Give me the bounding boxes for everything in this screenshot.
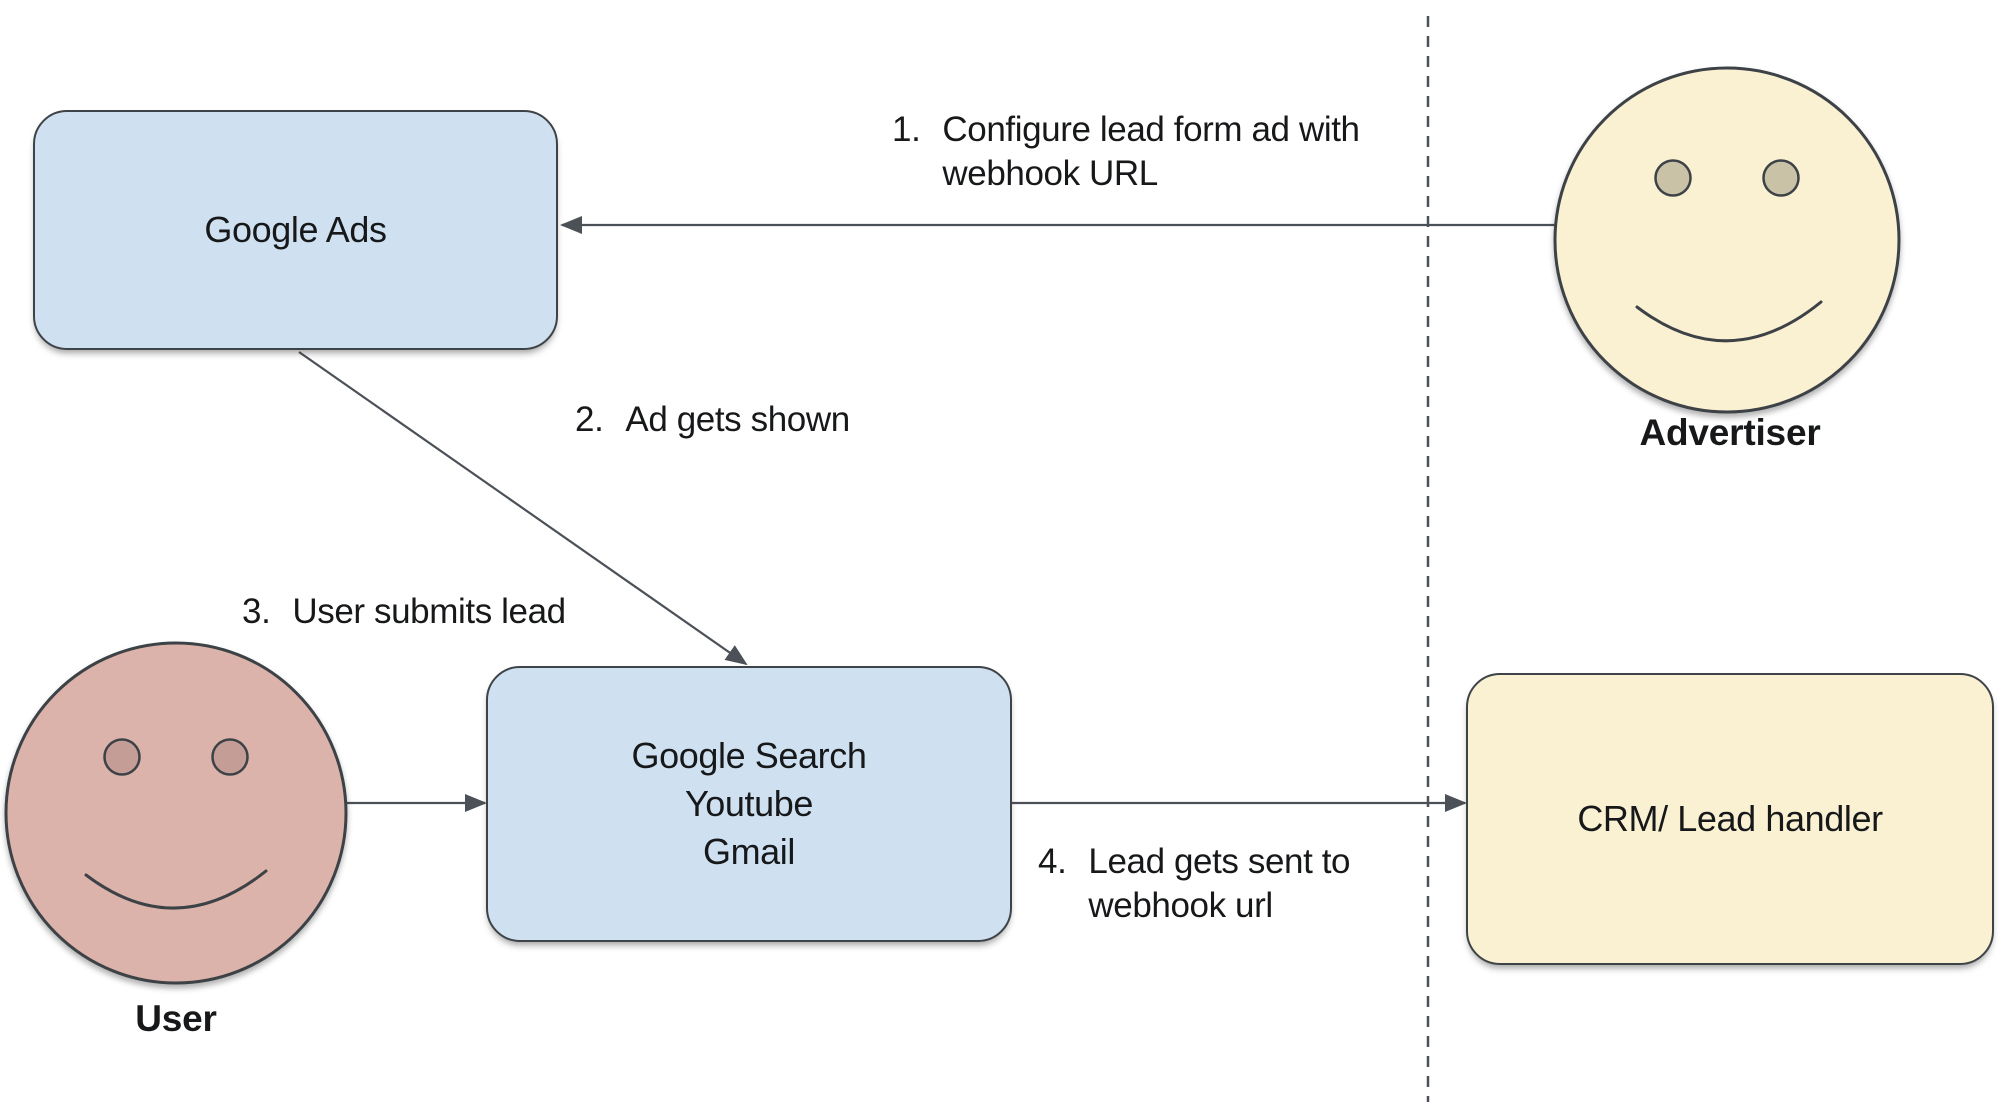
node-crm-label: CRM/ Lead handler bbox=[1577, 798, 1883, 839]
advertiser-smile bbox=[1635, 300, 1823, 343]
step-3-text: User submits lead bbox=[292, 592, 566, 631]
step-3-number: 3. bbox=[242, 592, 271, 631]
arrow-google-ads-to-channels bbox=[298, 351, 748, 666]
user-face-icon bbox=[4, 641, 348, 985]
user-label: User bbox=[135, 998, 217, 1039]
node-google-channels: Google Search Youtube Gmail bbox=[486, 666, 1012, 942]
node-google-ads: Google Ads bbox=[33, 110, 558, 350]
step-4-text: Lead gets sent to webhook url bbox=[1088, 842, 1351, 925]
channel-line-gmail: Gmail bbox=[702, 831, 795, 872]
node-crm-lead-handler: CRM/ Lead handler bbox=[1466, 673, 1994, 965]
channel-line-youtube: Youtube bbox=[684, 783, 814, 824]
step-2-text: Ad gets shown bbox=[625, 400, 850, 439]
step-1-number: 1. bbox=[892, 110, 921, 149]
user-right-eye bbox=[211, 738, 249, 776]
user-smile bbox=[84, 869, 268, 910]
step-2-label: 2. Ad gets shown bbox=[575, 398, 850, 442]
step-4-label: 4. Lead gets sent to webhook url bbox=[1038, 840, 1408, 928]
advertiser-right-eye bbox=[1762, 159, 1800, 197]
advertiser-face-icon bbox=[1553, 66, 1901, 414]
advertiser-label: Advertiser bbox=[1639, 412, 1821, 453]
step-1-label: 1. Configure lead form ad with webhook U… bbox=[892, 108, 1452, 196]
step-3-label: 3. User submits lead bbox=[242, 590, 566, 634]
channel-line-google-search: Google Search bbox=[631, 735, 867, 776]
step-2-number: 2. bbox=[575, 400, 604, 439]
user-left-eye bbox=[103, 738, 141, 776]
step-4-number: 4. bbox=[1038, 842, 1067, 881]
advertiser-left-eye bbox=[1654, 159, 1692, 197]
node-google-ads-label: Google Ads bbox=[204, 209, 387, 250]
step-1-text: Configure lead form ad with webhook URL bbox=[942, 110, 1360, 193]
